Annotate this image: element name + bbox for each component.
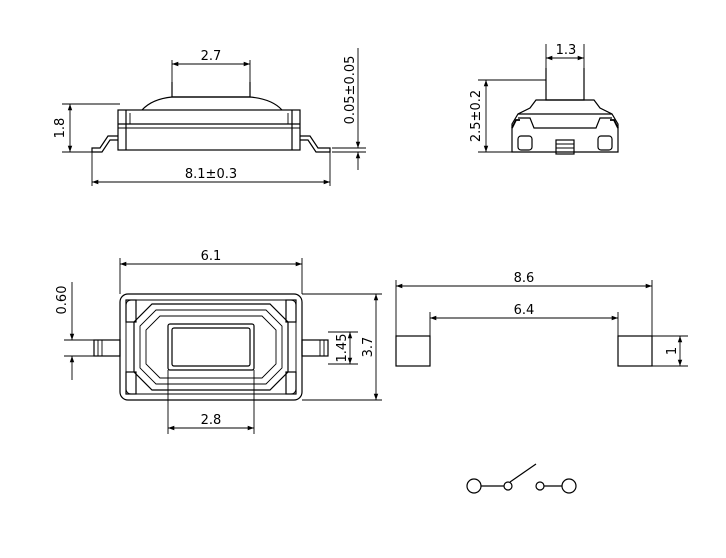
- dim-front-top-width: 2.7: [201, 49, 222, 64]
- pad-right: [617, 335, 653, 367]
- front-lead-left: [91, 135, 118, 153]
- dim-pad-inner-span: 6.4: [514, 303, 535, 318]
- dim-top-window-width: 2.8: [201, 413, 222, 428]
- dim-top-body-height: 3.7: [361, 337, 376, 358]
- terminal-circle-right: [561, 478, 577, 494]
- side-terminal-left: [517, 135, 533, 151]
- dim-front-total-length: 8.1±0.3: [185, 167, 237, 182]
- side-body: [511, 99, 619, 153]
- dim-side-actuator-width: 1.3: [556, 43, 577, 58]
- front-lead-right: [300, 135, 331, 153]
- top-view: 6.1 0.60 1.45 3.7 2.8: [55, 249, 382, 434]
- top-notch: [125, 299, 137, 323]
- side-terminal-right: [597, 135, 613, 151]
- top-lead-left: [93, 339, 121, 357]
- dim-side-height: 2.5±0.2: [469, 90, 484, 142]
- switch-lever: [509, 463, 537, 483]
- side-view: 1.3 2.5±0.2: [469, 43, 619, 155]
- front-actuator: [171, 82, 251, 98]
- top-lead-right: [301, 339, 329, 357]
- side-center-contact: [555, 139, 575, 155]
- dim-top-window-height: 1.45: [335, 334, 350, 363]
- dim-pad-outer-span: 8.6: [514, 271, 535, 286]
- contact-circle-left: [503, 481, 513, 491]
- front-dome: [141, 96, 283, 111]
- front-body: [117, 109, 301, 151]
- dim-front-lead-thickness: 0.05±0.05: [343, 56, 358, 125]
- side-actuator: [545, 68, 585, 101]
- switch-schematic-symbol: [466, 463, 577, 494]
- top-window: [167, 323, 255, 371]
- dim-top-lead-offset: 0.60: [55, 286, 70, 315]
- contact-circle-right: [535, 481, 545, 491]
- dim-pad-height: 1: [665, 347, 680, 355]
- dim-top-body-width: 6.1: [201, 249, 222, 264]
- pad-left: [395, 335, 431, 367]
- top-bezel: [133, 303, 289, 391]
- terminal-circle-left: [466, 478, 482, 494]
- front-view: 2.7 1.8 0.05±0.05 8.1±0.3: [53, 48, 366, 186]
- dim-front-height: 1.8: [53, 118, 68, 139]
- pad-view: 8.6 6.4 1: [395, 271, 688, 367]
